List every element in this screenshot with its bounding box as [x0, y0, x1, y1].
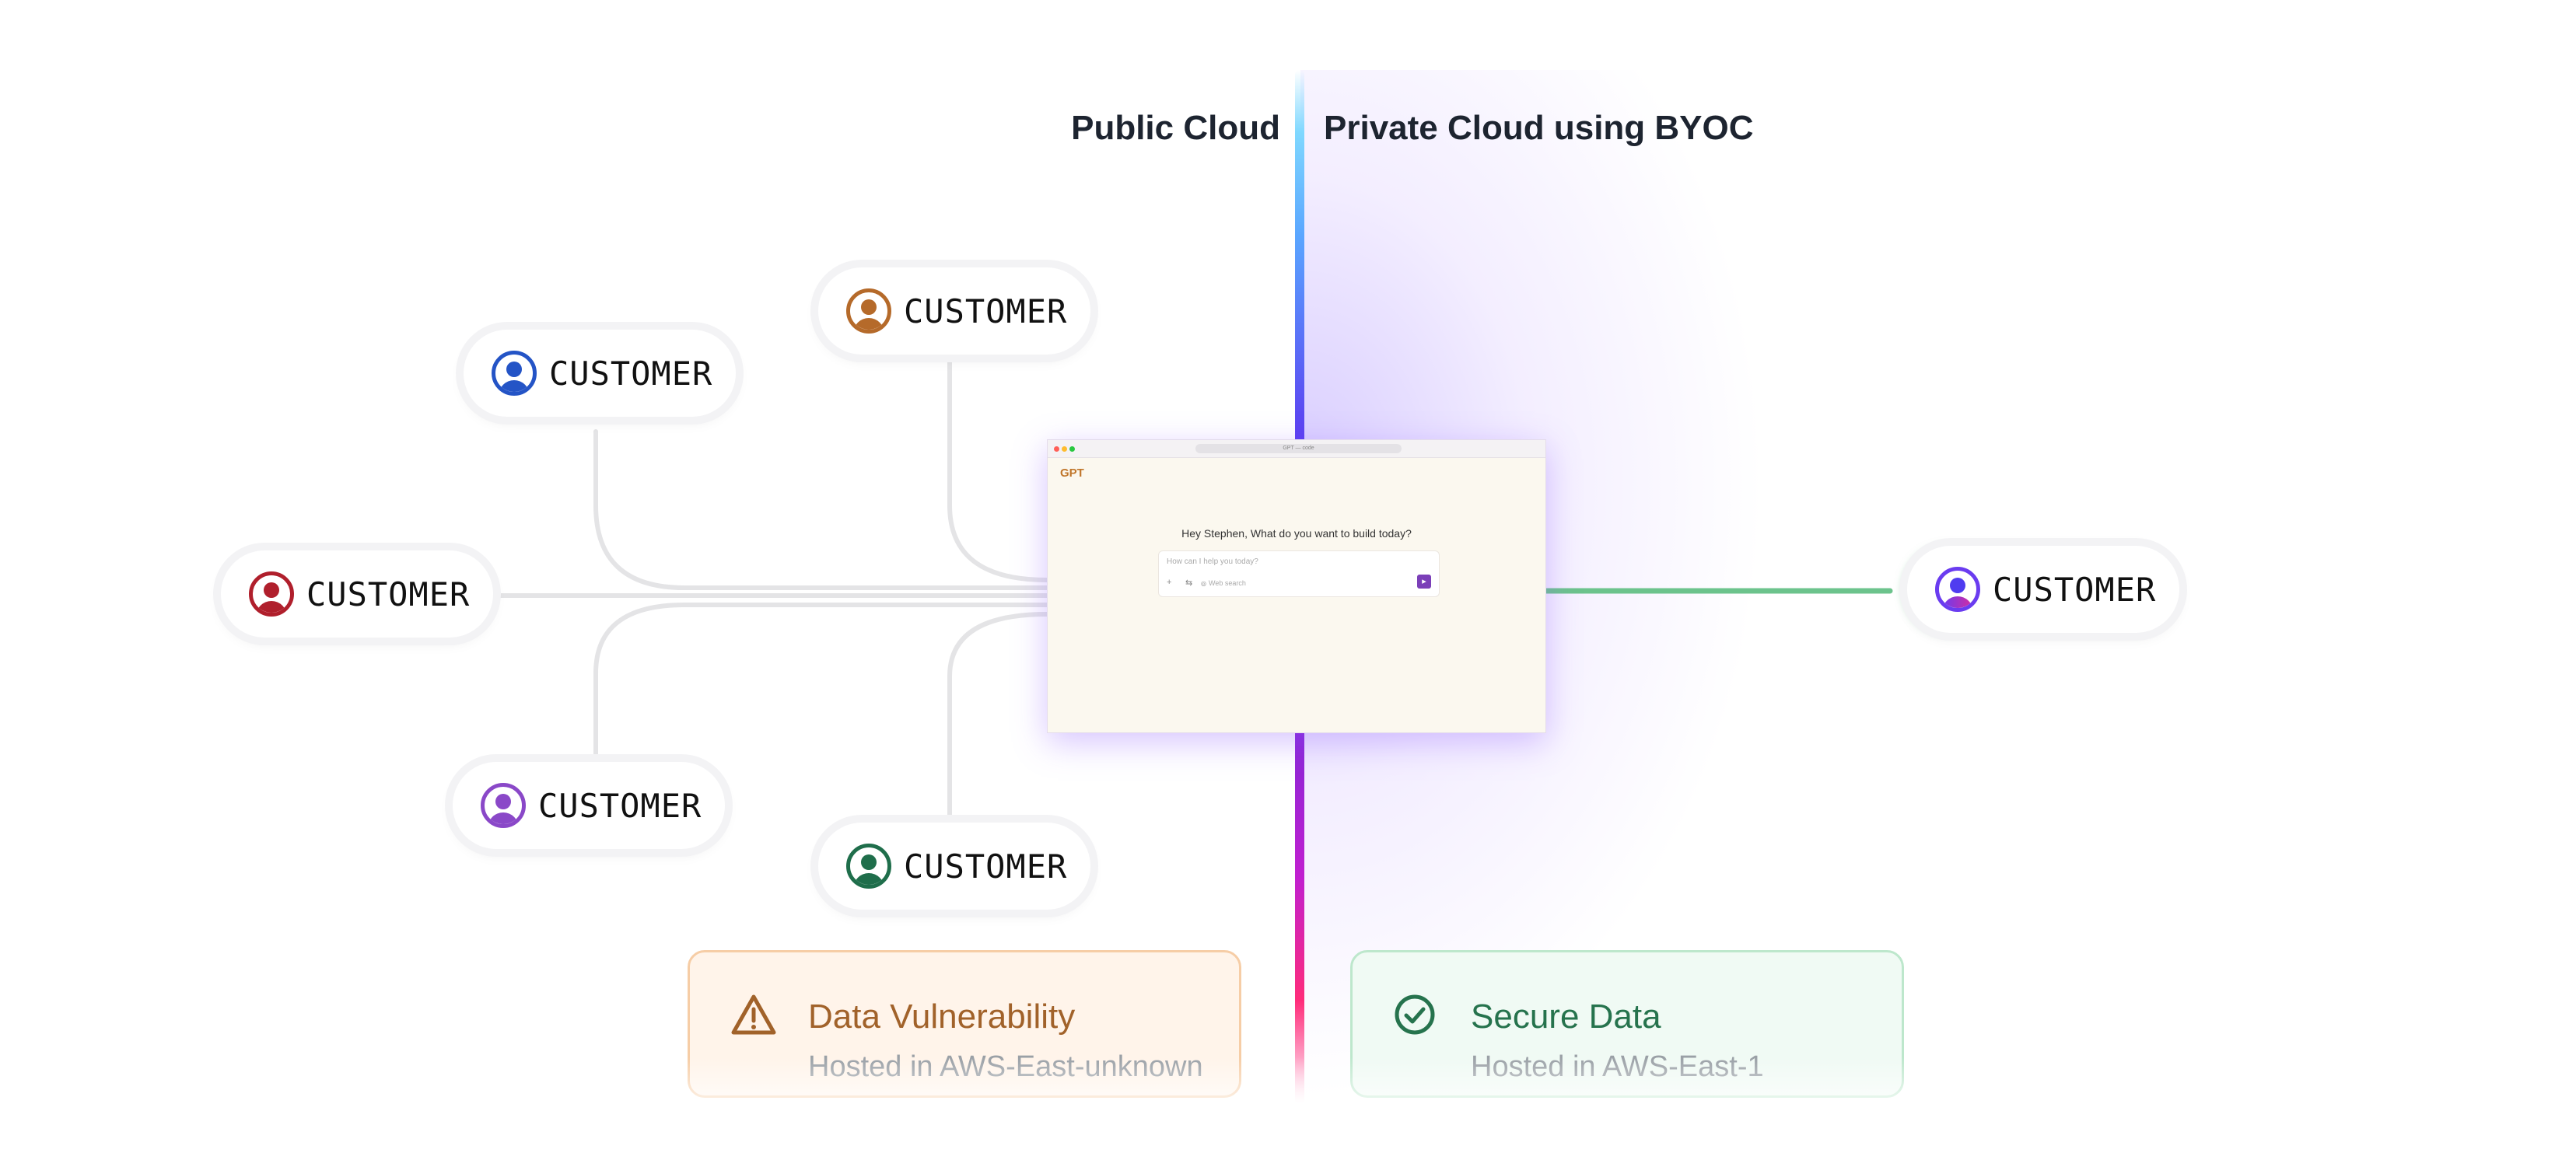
customer-pill-byoc: CUSTOMER — [1907, 546, 2180, 633]
public-cloud-heading: Public Cloud — [1071, 109, 1280, 147]
connector-bottom-center — [947, 612, 1049, 825]
customer-pill-green: CUSTOMER — [818, 823, 1091, 910]
minimize-dot-icon — [1062, 446, 1067, 452]
customer-label: CUSTOMER — [549, 354, 713, 393]
customer-label: CUSTOMER — [904, 292, 1068, 330]
prompt-placeholder: How can I help you today? — [1167, 557, 1258, 566]
customer-label: CUSTOMER — [306, 575, 471, 613]
customer-pill-brown: CUSTOMER — [818, 267, 1091, 355]
address-bar[interactable]: GPT — code — [1195, 444, 1402, 453]
customer-pill-purple: CUSTOMER — [453, 762, 726, 849]
close-dot-icon — [1054, 446, 1059, 452]
card-title: Data Vulnerability — [808, 998, 1076, 1036]
customer-pill-red: CUSTOMER — [221, 550, 494, 638]
send-arrow-icon[interactable]: ▸ — [1417, 575, 1431, 589]
check-circle-icon — [1395, 994, 1435, 1035]
customer-avatar-icon — [481, 783, 526, 828]
customer-avatar-icon — [1935, 567, 1980, 612]
app-logo: GPT — [1060, 466, 1084, 480]
connector-top-left — [593, 429, 1049, 590]
connector-top-center — [947, 354, 1049, 582]
customer-label: CUSTOMER — [904, 847, 1068, 886]
customer-label: CUSTOMER — [1993, 570, 2157, 609]
browser-toolbar: GPT — code — [1048, 440, 1545, 458]
customer-label: CUSTOMER — [538, 786, 702, 825]
app-browser-window: GPT — code GPT Hey Stephen, What do you … — [1047, 439, 1546, 733]
customer-avatar-icon — [249, 571, 294, 617]
customer-avatar-icon — [846, 844, 891, 889]
card-title: Secure Data — [1471, 998, 1661, 1036]
warning-triangle-icon — [731, 994, 776, 1035]
customer-pill-blue: CUSTOMER — [464, 330, 737, 417]
prompt-box[interactable]: How can I help you today? + ⇆ ◎ Web sear… — [1158, 550, 1440, 597]
globe-icon: ◎ — [1201, 580, 1206, 587]
app-greeting: Hey Stephen, What do you want to build t… — [1181, 527, 1412, 540]
customer-avatar-icon — [846, 288, 891, 334]
customer-avatar-icon — [492, 351, 537, 396]
connector-bottom-left — [593, 603, 1049, 788]
web-search-toggle[interactable]: Web search — [1209, 579, 1246, 587]
maximize-dot-icon — [1069, 446, 1075, 452]
attach-icon[interactable]: ⇆ — [1185, 578, 1193, 588]
plus-icon[interactable]: + — [1167, 578, 1172, 587]
private-cloud-heading: Private Cloud using BYOC — [1324, 109, 1754, 147]
bottom-fade — [0, 1057, 2576, 1174]
